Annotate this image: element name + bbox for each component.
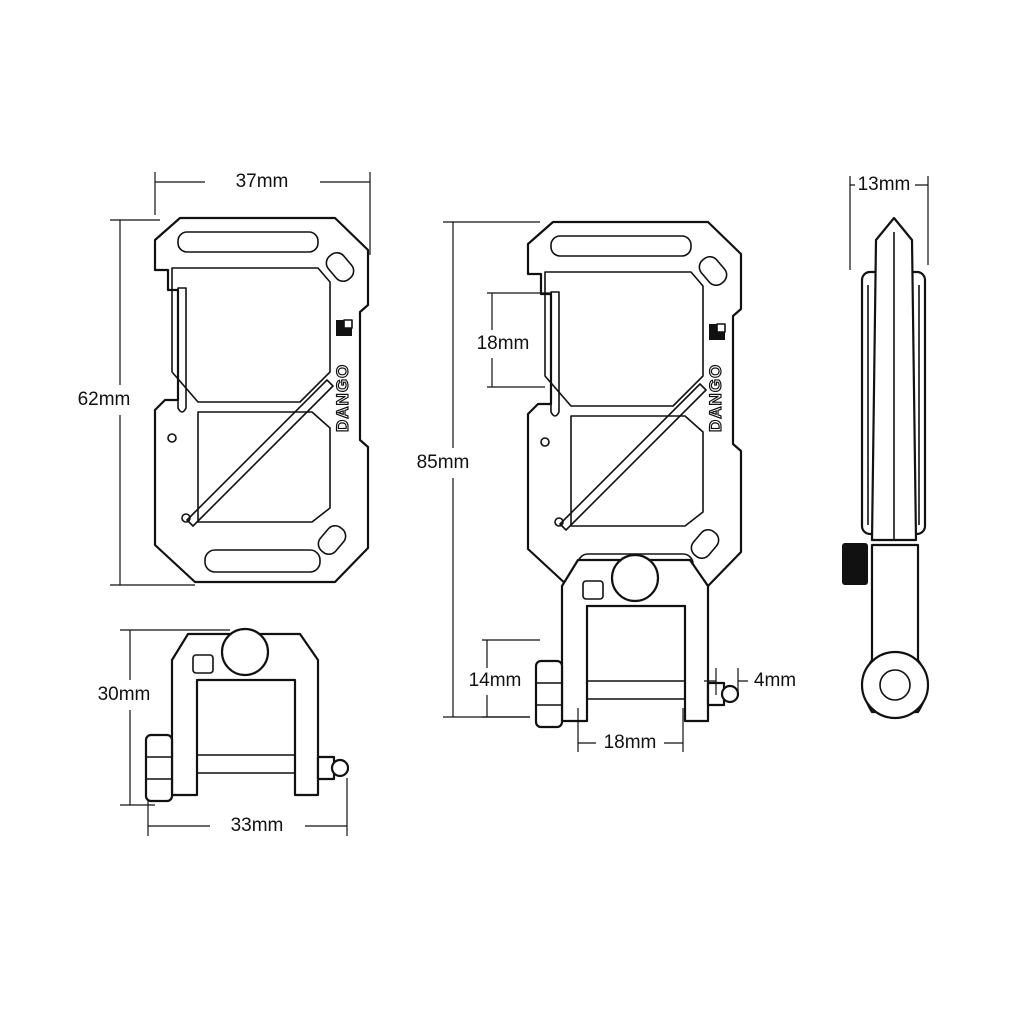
svg-text:18mm: 18mm bbox=[604, 732, 657, 753]
svg-text:18mm: 18mm bbox=[477, 333, 530, 354]
shackle-view bbox=[144, 627, 350, 803]
brand-logo-2: DANGO bbox=[706, 364, 725, 432]
carabiner-side-view bbox=[842, 216, 930, 720]
brand-logo: DANGO bbox=[333, 364, 352, 432]
dim-side-thickness: 13mm bbox=[849, 174, 929, 270]
svg-text:13mm: 13mm bbox=[858, 174, 911, 195]
svg-text:62mm: 62mm bbox=[78, 389, 131, 410]
dim-front-width: 37mm bbox=[154, 171, 371, 255]
carabiner-assembled-view bbox=[526, 220, 743, 729]
dim-total-height: 85mm bbox=[417, 221, 540, 718]
svg-text:33mm: 33mm bbox=[231, 815, 284, 836]
dim-front-height: 62mm bbox=[78, 219, 195, 586]
svg-text:37mm: 37mm bbox=[236, 171, 289, 192]
svg-text:30mm: 30mm bbox=[98, 684, 151, 705]
dim-shackle-opening-height: 14mm bbox=[469, 639, 540, 718]
dim-shackle-width: 33mm bbox=[147, 778, 348, 836]
svg-text:85mm: 85mm bbox=[417, 452, 470, 473]
svg-text:14mm: 14mm bbox=[469, 670, 522, 691]
dim-shackle-opening-width: 18mm bbox=[577, 708, 684, 753]
dim-shackle-height: 30mm bbox=[98, 629, 230, 806]
dim-gate-opening: 18mm bbox=[477, 292, 552, 388]
dim-screw-length: 4mm bbox=[704, 668, 796, 695]
svg-text:4mm: 4mm bbox=[754, 670, 796, 691]
